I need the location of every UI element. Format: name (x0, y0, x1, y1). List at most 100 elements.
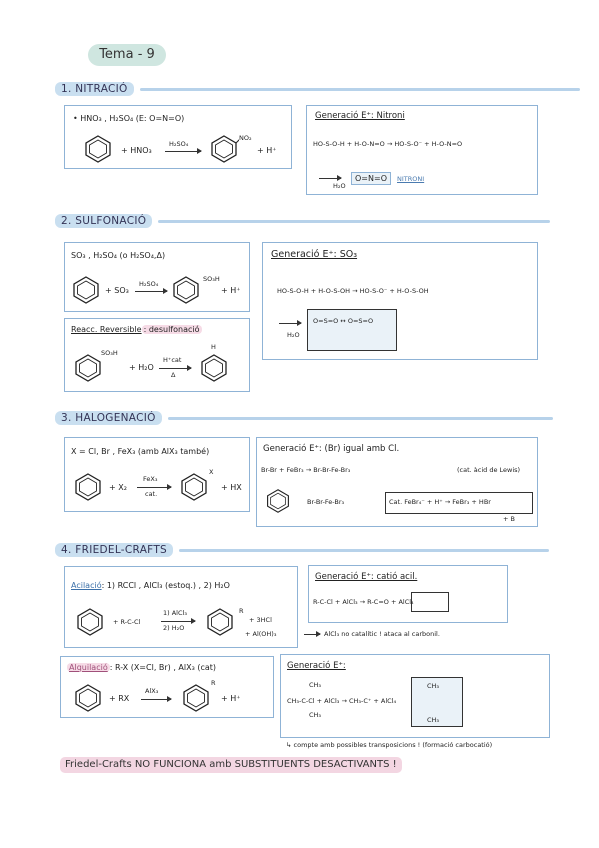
benzene-ring-icon (77, 608, 103, 636)
desulfonacio-cat-top: H⁺cat (163, 356, 182, 364)
benzene-ring-icon (211, 135, 239, 163)
halogenacio-reagents: X = Cl, Br , FeX₃ (amb AlX₃ també) (71, 447, 210, 456)
section-label: 2. SULFONACIÓ (55, 214, 153, 228)
acilacio-byproduct-1: + 3HCl (249, 616, 272, 624)
nitracio-gen-title: Generació E⁺: Nitroni (315, 111, 405, 121)
alkyl-substituent: R (211, 679, 216, 687)
reaction-arrow (279, 320, 302, 326)
water-label: H₂O (287, 331, 300, 339)
sulfonacio-reaction-box: SO₃ , H₂SO₄ (o H₂SO₄,Δ) + SO₃ H₂SO₄ SO₃H… (64, 242, 250, 312)
friedel-crafts-warning: Friedel-Crafts NO FUNCIONA amb SUBSTITUE… (60, 757, 402, 773)
halogenacio-cat-top: FeX₃ (143, 475, 158, 483)
section-divider (158, 219, 551, 223)
methyl-top: CH₃ (309, 681, 322, 689)
halogen-reagent: + X₂ (109, 483, 127, 492)
sulfonacio-gen-equation: HO-S-O-H + H-O-S-OH → HO-S-O⁻ + H-O-S-OH (277, 287, 429, 295)
reaction-arrow (141, 696, 172, 702)
reversible-title: Reacc. Reversible: desulfonació (71, 325, 202, 334)
alquilacio-gen-equation: CH₃-C-Cl + AlCl₃ → CH₃-C⁺ + AlCl₄ (287, 697, 397, 705)
nitroni-formula: O=N=O (351, 172, 391, 185)
benzene-ring-icon (267, 489, 289, 513)
section-divider (139, 87, 580, 91)
nitracio-generation-box: Generació E⁺: Nitroni HO-S-O-H + H-O-N=O… (306, 105, 538, 195)
sulfonacio-generation-box: Generació E⁺: SO₃ HO-S-O-H + H-O-S-OH → … (262, 242, 538, 360)
sulfonacio-gen-title: Generació E⁺: SO₃ (271, 249, 358, 260)
reaction-arrow (135, 288, 168, 294)
reversible-label: Reacc. Reversible (71, 325, 142, 334)
section-label: 1. NITRACIÓ (55, 82, 134, 96)
halogenacio-gen-title: Generació E⁺: (Br) igual amb Cl. (263, 444, 400, 454)
so3-highlight-box (307, 309, 397, 351)
benzene-ring-icon (207, 608, 233, 636)
nitracio-reagent: + HNO₃ (121, 146, 152, 155)
alquilacio-catalyst: AlX₃ (145, 687, 159, 695)
base-label: + B (503, 515, 515, 523)
sulfo-substituent: SO₃H (203, 275, 220, 283)
note-arrow (304, 631, 321, 637)
acilacio-box: Acilació: 1) RCCl , AlCl₃ (estoq.) , 2) … (64, 566, 298, 648)
acyl-substituent: R (239, 607, 244, 615)
alquilacio-generation-box: Generació E⁺: CH₃ CH₃ CH₃ CH₃ CH₃-C-Cl +… (280, 654, 550, 738)
transposicions-note: ↳ compte amb possibles transposicions ! … (286, 741, 493, 749)
sulfonacio-catalyst: H₂SO₄ (139, 280, 159, 288)
sulfonacio-reagents: SO₃ , H₂SO₄ (o H₂SO₄,Δ) (71, 251, 166, 260)
halogenacio-gen-equation: Br-Br + FeBr₃ → Br-Br-Fe-Br₃ (261, 466, 351, 474)
so3-resonance: O=S=O ↔ O=S=O (313, 317, 374, 325)
section-heading-nitracio: 1. NITRACIÓ (55, 82, 580, 96)
nitracio-byproduct: + H⁺ (257, 146, 277, 155)
reaction-arrow (161, 618, 196, 624)
alquilacio-heading: Alquilació: R-X (X=Cl, Br) , AlX₃ (cat) (67, 663, 216, 672)
desulfonacio-label: : desulfonació (141, 325, 202, 334)
acilacio-cond1: 1) AlCl₃ (163, 609, 187, 617)
section-heading-halogenacio: 3. HALOGENACIÓ (55, 411, 553, 425)
carbocation-box (411, 677, 463, 727)
lewis-note: (cat. àcid de Lewis) (457, 466, 521, 474)
acilacio-generation-box: Generació E⁺: catió acil. R-C-Cl + AlCl₃… (308, 565, 508, 623)
alquilacio-box: Alquilació: R-X (X=Cl, Br) , AlX₃ (cat) … (60, 656, 274, 718)
catalyst-regen-box (385, 492, 533, 514)
reaction-arrow (319, 175, 342, 181)
section-label: 3. HALOGENACIÓ (55, 411, 162, 425)
benzene-ring-icon (73, 276, 99, 304)
acilacio-label: Acilació (71, 581, 102, 590)
benzene-ring-icon (201, 354, 227, 382)
section-heading-sulfonacio: 2. SULFONACIÓ (55, 214, 551, 228)
acilacio-cond2: 2) H₂O (163, 624, 185, 632)
benzene-ring-icon (75, 354, 101, 382)
alkyl-halide-reagent: + RX (109, 694, 130, 703)
acilacio-note: AlCl₃ no catalític ! ataca al carbonil. (324, 630, 440, 638)
acilacio-gen-equation: R-C-Cl + AlCl₃ → R-C=O + AlCl₄ (313, 598, 414, 606)
acylium-box (411, 592, 449, 612)
catalyst-regen-equation: Cat. FeBr₄⁻ + H⁺ → FeBr₃ + HBr (389, 498, 491, 506)
nitroni-label: NITRONI (397, 175, 425, 183)
reaction-arrow (159, 365, 192, 371)
acilacio-reagents: : 1) RCCl , AlCl₃ (estoq.) , 2) H₂O (101, 581, 230, 590)
sulfo-substituent: SO₃H (101, 349, 118, 357)
nitro-substituent: NO₂ (239, 134, 252, 142)
section-divider (167, 416, 553, 420)
water-reagent: + H₂O (129, 363, 154, 372)
halogenacio-cat-bottom: cat. (145, 490, 158, 498)
alquilacio-reagents: : R-X (X=Cl, Br) , AlX₃ (cat) (109, 663, 217, 672)
reaction-arrow (137, 484, 172, 490)
complex-formula: Br-Br-Fe-Br₃ (307, 498, 345, 506)
acilacio-byproduct-2: + Al(OH)₃ (245, 630, 277, 638)
acilacio-heading: Acilació: 1) RCCl , AlCl₃ (estoq.) , 2) … (71, 581, 230, 590)
benzene-ring-icon (75, 684, 101, 712)
hydrogen-substituent: H (211, 343, 216, 351)
alquilacio-gen-title: Generació E⁺: (287, 661, 346, 671)
alquilacio-byproduct: + H⁺ (221, 694, 241, 703)
desulfonacio-box: Reacc. Reversible: desulfonació SO₃H + H… (64, 318, 250, 392)
nitracio-catalyst: H₂SO₄ (169, 140, 189, 148)
section-heading-friedel-crafts: 4. FRIEDEL-CRAFTS (55, 543, 550, 557)
benzene-ring-icon (181, 473, 207, 501)
acilacio-gen-title: Generació E⁺: catió acil. (315, 572, 418, 582)
benzene-ring-icon (183, 684, 209, 712)
methyl-bottom: CH₃ (309, 711, 322, 719)
cation-methyl-top: CH₃ (427, 682, 440, 690)
halogenacio-byproduct: + HX (221, 483, 242, 492)
nitracio-reaction-box: • HNO₃ , H₂SO₄ (E: O=N=O) + HNO₃ H₂SO₄ N… (64, 105, 292, 169)
section-label: 4. FRIEDEL-CRAFTS (55, 543, 174, 557)
benzene-ring-icon (173, 276, 199, 304)
halogenacio-reaction-box: X = Cl, Br , FeX₃ (amb AlX₃ també) + X₂ … (64, 437, 250, 512)
